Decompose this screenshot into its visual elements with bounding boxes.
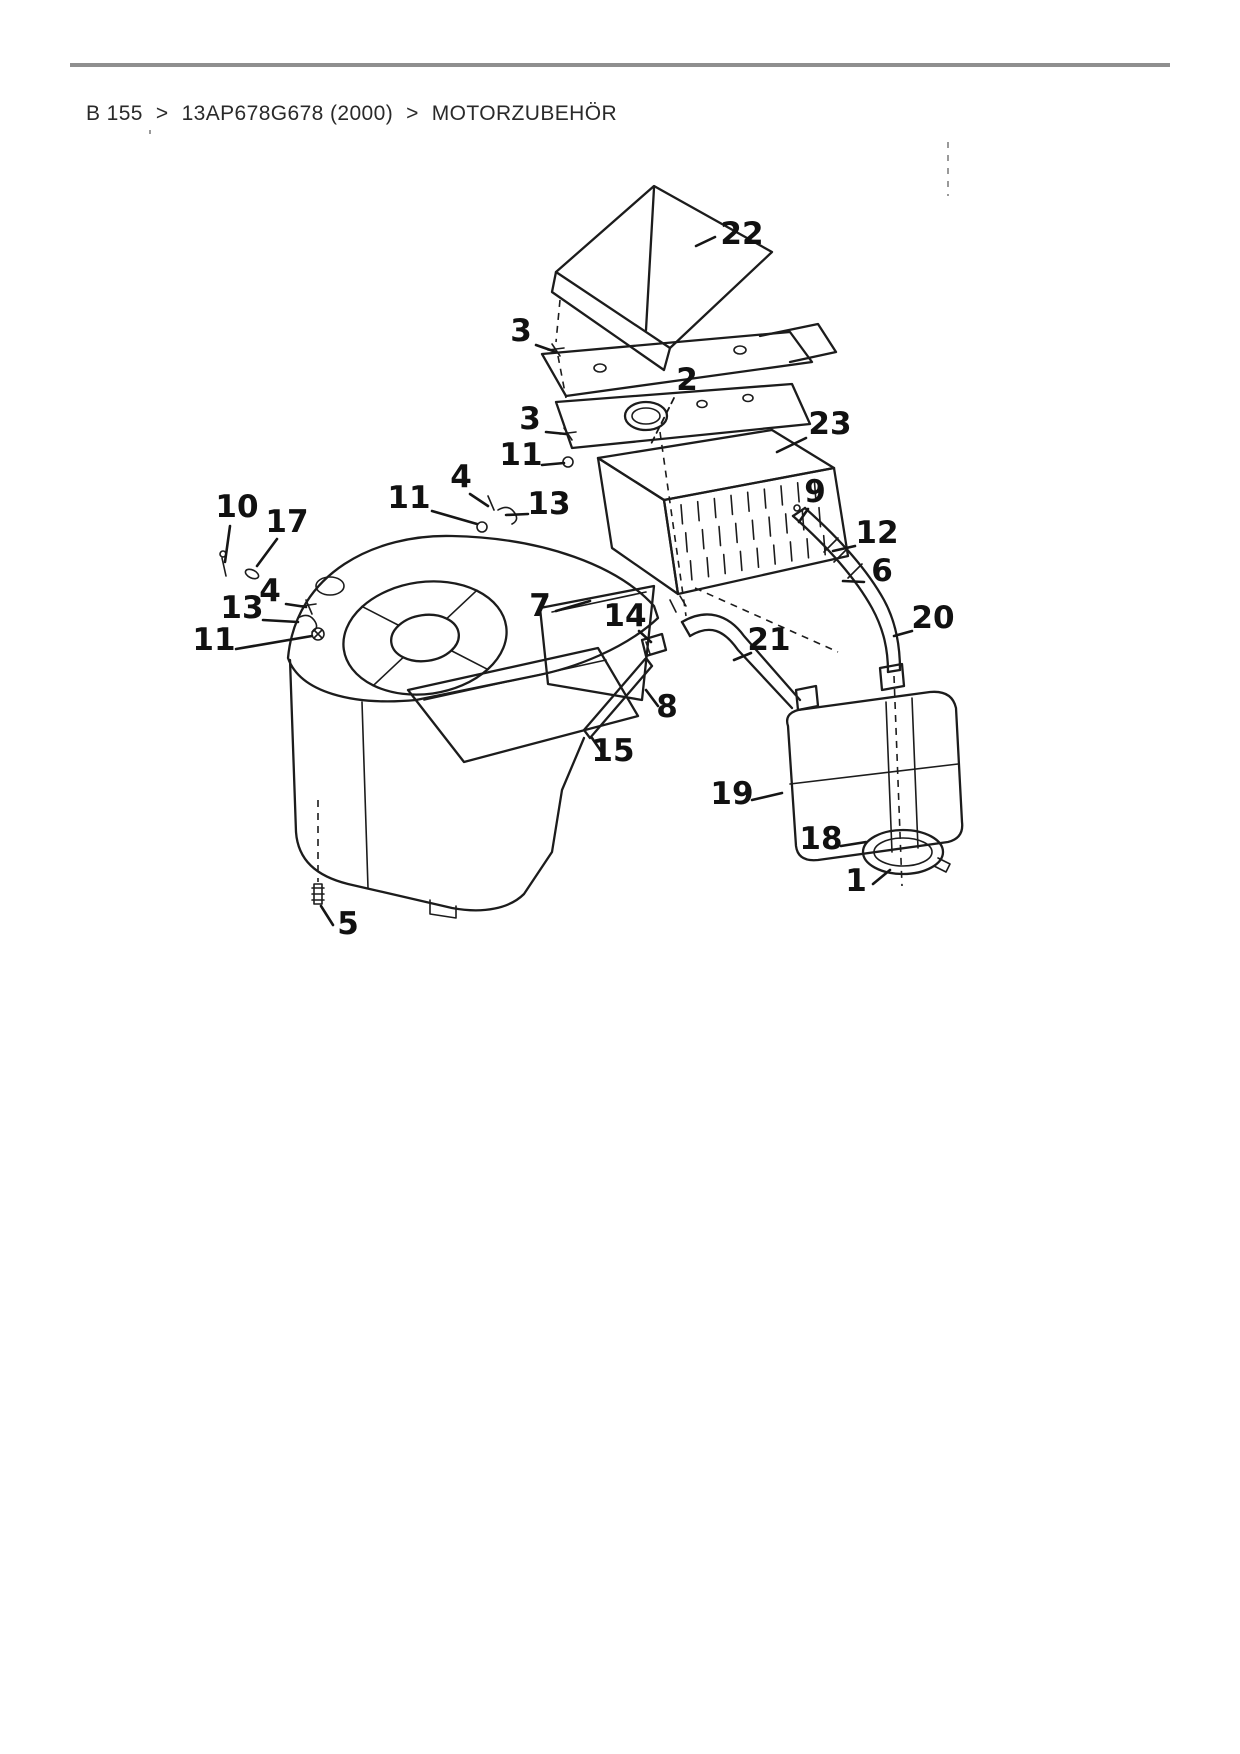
- callout-20: 20: [911, 600, 954, 636]
- callout-4: 4: [259, 573, 281, 609]
- callout-12: 12: [855, 515, 898, 551]
- callout-5: 5: [337, 906, 359, 942]
- callout-leader-22: [694, 235, 717, 248]
- callout-17: 17: [265, 504, 308, 540]
- callout-leader-17: [255, 537, 279, 568]
- exhaust-pipe-front: [669, 595, 802, 710]
- callout-11: 11: [499, 437, 542, 473]
- callout-23: 23: [808, 406, 851, 442]
- callout-13: 13: [527, 486, 570, 522]
- callout-leader-10: [223, 524, 232, 564]
- callout-3: 3: [510, 313, 532, 349]
- callout-4: 4: [450, 459, 472, 495]
- callout-leader-11: [234, 634, 314, 651]
- heat-shield: [550, 184, 774, 372]
- callout-leader-12: [831, 544, 857, 553]
- callout-8: 8: [656, 689, 678, 725]
- callout-leader-6: [841, 579, 866, 584]
- callout-leader-13: [504, 512, 530, 517]
- callout-leader-3: [544, 430, 568, 436]
- scan-artifact: [149, 130, 949, 196]
- callout-leader-7: [554, 599, 592, 613]
- breadcrumb: B 155 > 13AP678G678 (2000) > MOTORZUBEHÖ…: [86, 102, 617, 126]
- callout-leader-18: [839, 840, 868, 848]
- callout-22: 22: [720, 216, 763, 252]
- engine-block: [286, 534, 660, 919]
- callout-leader-4: [468, 492, 490, 508]
- callout-10: 10: [215, 489, 258, 525]
- callout-9: 9: [804, 474, 826, 510]
- callout-leader-9: [797, 507, 810, 524]
- callout-leader-15: [590, 736, 603, 753]
- exhaust-pipe-rear: [659, 431, 902, 674]
- callout-14: 14: [603, 598, 646, 634]
- callout-leader-13: [261, 618, 300, 624]
- callout-leader-23: [775, 436, 808, 454]
- callout-leader-20: [892, 629, 914, 638]
- callout-leader-14: [637, 629, 653, 644]
- callout-leader-8: [644, 688, 660, 708]
- breadcrumb-separator: >: [155, 102, 169, 125]
- callout-leader-11: [540, 461, 566, 467]
- bracket-bolts: [476, 299, 577, 533]
- callout-leader-4: [284, 602, 308, 609]
- muffler: [785, 662, 964, 887]
- callout-15: 15: [591, 733, 634, 769]
- breadcrumb-separator: >: [406, 102, 419, 125]
- top-divider: [70, 63, 1170, 67]
- breadcrumb-item-variant[interactable]: 13AP678G678 (2000): [181, 102, 394, 125]
- engine-fan: [342, 580, 508, 696]
- linkage-rod: [582, 632, 668, 740]
- callout-11: 11: [192, 622, 235, 658]
- clamp-ring: [861, 828, 951, 876]
- callout-leader-1: [871, 868, 892, 886]
- callout-1: 1: [845, 863, 867, 899]
- callout-11: 11: [387, 480, 430, 516]
- callout-7: 7: [529, 588, 551, 624]
- callout-leader-11: [430, 509, 479, 526]
- callout-19: 19: [710, 776, 753, 812]
- breadcrumb-item-model[interactable]: B 155: [86, 102, 143, 125]
- breadcrumb-item-section[interactable]: MOTORZUBEHÖR: [431, 102, 618, 125]
- callout-leader-2: [649, 397, 675, 447]
- callout-18: 18: [799, 821, 842, 857]
- callout-2: 2: [676, 362, 698, 398]
- muffler-guard: [596, 428, 850, 596]
- callout-6: 6: [871, 553, 893, 589]
- callout-leader-19: [750, 791, 784, 802]
- callout-21: 21: [747, 622, 790, 658]
- callout-13: 13: [220, 590, 263, 626]
- callout-leader-5: [319, 904, 335, 927]
- callout-leader-21: [732, 651, 753, 662]
- callout-leader-3: [534, 343, 558, 354]
- callout-3: 3: [519, 401, 541, 437]
